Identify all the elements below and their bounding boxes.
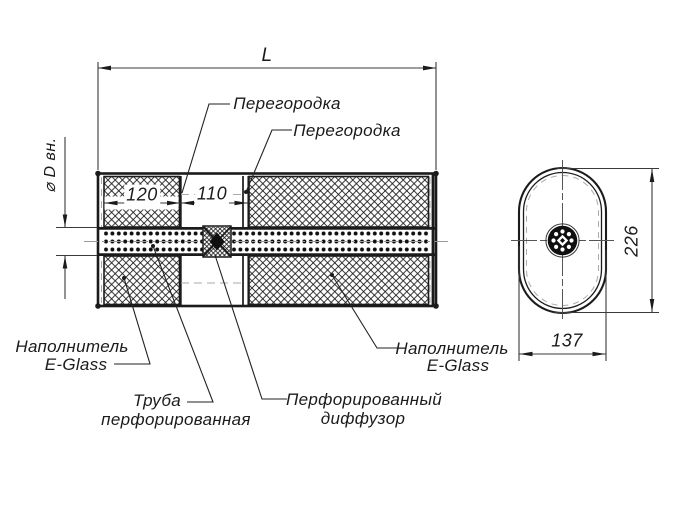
leader-tube <box>152 245 214 403</box>
corner-weld-dots <box>95 170 439 309</box>
leader-partition-1 <box>181 103 230 194</box>
leader-filler-left <box>114 277 151 365</box>
label-diffuser-line1: Перфорированный <box>285 390 443 409</box>
side-view <box>56 62 450 403</box>
leader-diffuser <box>214 254 287 400</box>
dim-chamber1-text: 120 <box>124 184 160 206</box>
label-filler-right-line2: E-Glass <box>426 356 490 375</box>
diffuser-end <box>545 223 580 258</box>
dim-width-text: 137 <box>551 330 583 351</box>
filler-top-right <box>248 175 430 228</box>
dimension-L-lines <box>97 62 437 170</box>
filler-bottom-left <box>103 255 181 306</box>
dimension-226-arrows <box>649 169 655 312</box>
label-filler-left-line2: E-Glass <box>44 355 108 374</box>
end-view <box>511 160 659 361</box>
label-partition-2: Перегородка <box>293 121 401 140</box>
dimension-137-lines <box>518 246 607 361</box>
label-filler-left-line1: Наполнитель <box>15 337 129 356</box>
dimension-120-110-arrows <box>104 200 248 206</box>
dimension-d-lines <box>56 137 97 299</box>
dim-height-text: 226 <box>621 225 642 257</box>
leader-partition-2 <box>245 129 292 193</box>
leader-filler-right <box>331 274 398 349</box>
leader-dots <box>122 190 334 280</box>
dimension-L-arrows <box>98 65 436 71</box>
dim-chamber2-text: 110 <box>194 183 230 205</box>
dimension-d-arrows <box>62 214 68 269</box>
label-tube-line2: перфорированная <box>101 410 251 429</box>
label-partition-1: Перегородка <box>233 94 341 113</box>
perforated-diffuser <box>202 225 232 258</box>
dim-inner-diameter-text: ⌀ D вн. <box>42 137 59 193</box>
label-filler-right-line1: Наполнитель <box>395 339 509 358</box>
filler-bottom-right <box>248 255 430 306</box>
dim-length-text: L <box>261 45 273 66</box>
dimension-137-arrows <box>519 351 606 357</box>
leader-lines <box>114 103 398 403</box>
label-tube-line1: Труба <box>132 391 182 410</box>
label-diffuser-line2: диффузор <box>320 409 406 428</box>
perforated-tube <box>84 227 450 256</box>
